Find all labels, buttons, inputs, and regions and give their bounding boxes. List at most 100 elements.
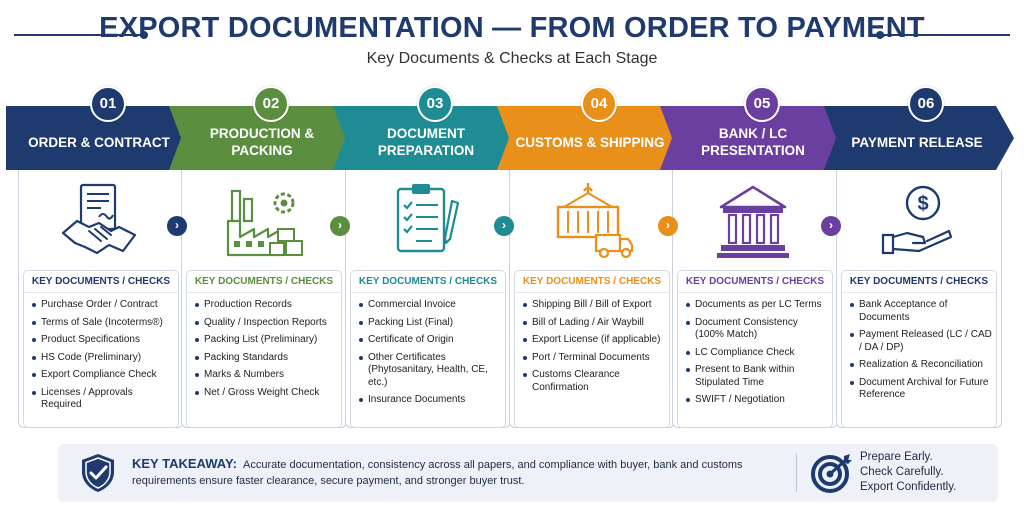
- stage-number-badge: 01: [90, 86, 126, 122]
- checks-list-item: Payment Released (LC / CAD / DA / DP): [850, 329, 992, 354]
- checks-list-item: Terms of Sale (Incoterms®): [32, 317, 174, 330]
- checks-list-item: SWIFT / Negotiation: [686, 394, 828, 407]
- stage-header-arrow: DOCUMENT PREPARATION: [333, 106, 523, 170]
- hand-dollar-icon: $: [837, 178, 1003, 264]
- stage-card: KEY DOCUMENTS / CHECKS Documents as per …: [672, 170, 838, 428]
- container-truck-icon: [510, 178, 676, 264]
- clipboard-checklist-icon: [346, 178, 512, 264]
- checks-list-item: Document Consistency (100% Match): [686, 317, 828, 342]
- stage-header-arrow: CUSTOMS & SHIPPING: [497, 106, 687, 170]
- checks-heading: KEY DOCUMENTS / CHECKS: [515, 271, 669, 293]
- title-dot-left: [140, 31, 148, 39]
- checks-list-item: Shipping Bill / Bill of Export: [523, 299, 665, 312]
- stage-title: ORDER & CONTRACT: [28, 134, 170, 150]
- stage-card: KEY DOCUMENTS / CHECKS Shipping Bill / B…: [509, 170, 675, 428]
- stage-06: PAYMENT RELEASE 06 $ KEY DOCUMENTS / CHE…: [824, 86, 1016, 436]
- title-dot-right: [876, 31, 884, 39]
- checks-list-item: Commercial Invoice: [359, 299, 501, 312]
- stage-title: DOCUMENT PREPARATION: [377, 126, 475, 158]
- stage-title: PRODUCTION & PACKING: [209, 126, 315, 158]
- stage-header-arrow: PAYMENT RELEASE: [824, 106, 1014, 170]
- checks-list-item: Packing Standards: [195, 352, 337, 365]
- stage-card: KEY DOCUMENTS / CHECKS Production Record…: [181, 170, 347, 428]
- stage-arrow-shape: [824, 106, 1014, 170]
- page-subtitle: Key Documents & Checks at Each Stage: [366, 50, 658, 67]
- shield-check-icon: [82, 454, 114, 492]
- checks-list-item: Marks & Numbers: [195, 369, 337, 382]
- target-arrow-icon: [811, 454, 852, 493]
- takeaway-motto: Prepare Early. Check Carefully. Export C…: [860, 450, 956, 495]
- checks-list-item: Bill of Lading / Air Waybill: [523, 317, 665, 330]
- title-rule-left: [14, 34, 140, 36]
- takeaway-divider: [796, 454, 797, 492]
- stage-03: DOCUMENT PREPARATION 03 KEY DOCUMENTS / …: [333, 86, 525, 436]
- checks-list-item: Purchase Order / Contract: [32, 299, 174, 312]
- stage-number-badge: 03: [417, 86, 453, 122]
- checks-list-item: Production Records: [195, 299, 337, 312]
- stage-02: PRODUCTION & PACKING 02 KEY DOCUMENTS / …: [169, 86, 361, 436]
- title-rule-right: [884, 34, 1010, 36]
- checks-list-item: Present to Bank within Stipulated Time: [686, 364, 828, 389]
- takeaway-body: Accurate documentation, consistency acro…: [132, 459, 743, 487]
- takeaway-text: KEY TAKEAWAY:Accurate documentation, con…: [132, 456, 792, 489]
- stage-header-arrow: ORDER & CONTRACT: [6, 106, 196, 170]
- checks-list-item: LC Compliance Check: [686, 347, 828, 360]
- stage-04: CUSTOMS & SHIPPING 04 KEY DOCUMENTS / CH…: [497, 86, 689, 436]
- stage-title: BANK / LC PRESENTATION: [701, 126, 805, 158]
- checks-heading: KEY DOCUMENTS / CHECKS: [842, 271, 996, 293]
- stage-title: PAYMENT RELEASE: [851, 134, 983, 150]
- stage-arrow-shape: [497, 106, 687, 170]
- stage-01: ORDER & CONTRACT 01 KEY DOCUMENTS / CHEC…: [6, 86, 198, 436]
- stage-arrow-shape: [169, 106, 359, 170]
- key-takeaway-panel: KEY TAKEAWAY:Accurate documentation, con…: [58, 444, 998, 502]
- checks-panel: KEY DOCUMENTS / CHECKS Bank Acceptance o…: [841, 270, 997, 428]
- checks-list-item: Insurance Documents: [359, 394, 501, 407]
- connector-chevron-5: ›: [821, 216, 841, 236]
- checks-panel: KEY DOCUMENTS / CHECKS Documents as per …: [677, 270, 833, 428]
- svg-text:$: $: [917, 193, 928, 215]
- stage-header-arrow: PRODUCTION & PACKING: [169, 106, 359, 170]
- stage-card: $ KEY DOCUMENTS / CHECKS Bank Acceptance…: [836, 170, 1002, 428]
- checks-list-item: Realization & Reconciliation: [850, 359, 992, 372]
- checks-list-item: Customs Clearance Confirmation: [523, 369, 665, 394]
- motto-line-1: Prepare Early.: [860, 451, 933, 463]
- checks-list-item: Licenses / Approvals Required: [32, 387, 174, 412]
- checks-list-item: HS Code (Preliminary): [32, 352, 174, 365]
- page-title: EXPORT DOCUMENTATION — FROM ORDER TO PAY…: [99, 12, 925, 44]
- checks-panel: KEY DOCUMENTS / CHECKS Purchase Order / …: [23, 270, 179, 428]
- stage-number-badge: 05: [744, 86, 780, 122]
- checks-list-item: Document Archival for Future Reference: [850, 377, 992, 402]
- motto-line-3: Export Confidently.: [860, 481, 957, 493]
- stage-card: KEY DOCUMENTS / CHECKS Commercial Invoic…: [345, 170, 511, 428]
- checks-list-item: Port / Terminal Documents: [523, 352, 665, 365]
- stage-arrow-shape: [333, 106, 523, 170]
- checks-heading: KEY DOCUMENTS / CHECKS: [24, 271, 178, 293]
- handshake-contract-icon: [19, 178, 185, 264]
- stage-arrow-shape: [660, 106, 850, 170]
- connector-chevron-4: ›: [658, 216, 678, 236]
- checks-list-item: Documents as per LC Terms: [686, 299, 828, 312]
- motto-line-2: Check Carefully.: [860, 466, 944, 478]
- takeaway-label: KEY TAKEAWAY:: [132, 456, 237, 471]
- checks-panel: KEY DOCUMENTS / CHECKS Commercial Invoic…: [350, 270, 506, 428]
- checks-panel: KEY DOCUMENTS / CHECKS Production Record…: [186, 270, 342, 428]
- checks-panel: KEY DOCUMENTS / CHECKS Shipping Bill / B…: [514, 270, 670, 428]
- stage-card: KEY DOCUMENTS / CHECKS Purchase Order / …: [18, 170, 184, 428]
- checks-heading: KEY DOCUMENTS / CHECKS: [187, 271, 341, 293]
- checks-list-item: Net / Gross Weight Check: [195, 387, 337, 400]
- checks-list-item: Bank Acceptance of Documents: [850, 299, 992, 324]
- stage-title: CUSTOMS & SHIPPING: [515, 134, 665, 150]
- checks-list-item: Certificate of Origin: [359, 334, 501, 347]
- stage-header-arrow: BANK / LC PRESENTATION: [660, 106, 850, 170]
- checks-heading: KEY DOCUMENTS / CHECKS: [351, 271, 505, 293]
- stage-number-badge: 06: [908, 86, 944, 122]
- checks-list-item: Product Specifications: [32, 334, 174, 347]
- checks-heading: KEY DOCUMENTS / CHECKS: [678, 271, 832, 293]
- checks-list-item: Export License (if applicable): [523, 334, 665, 347]
